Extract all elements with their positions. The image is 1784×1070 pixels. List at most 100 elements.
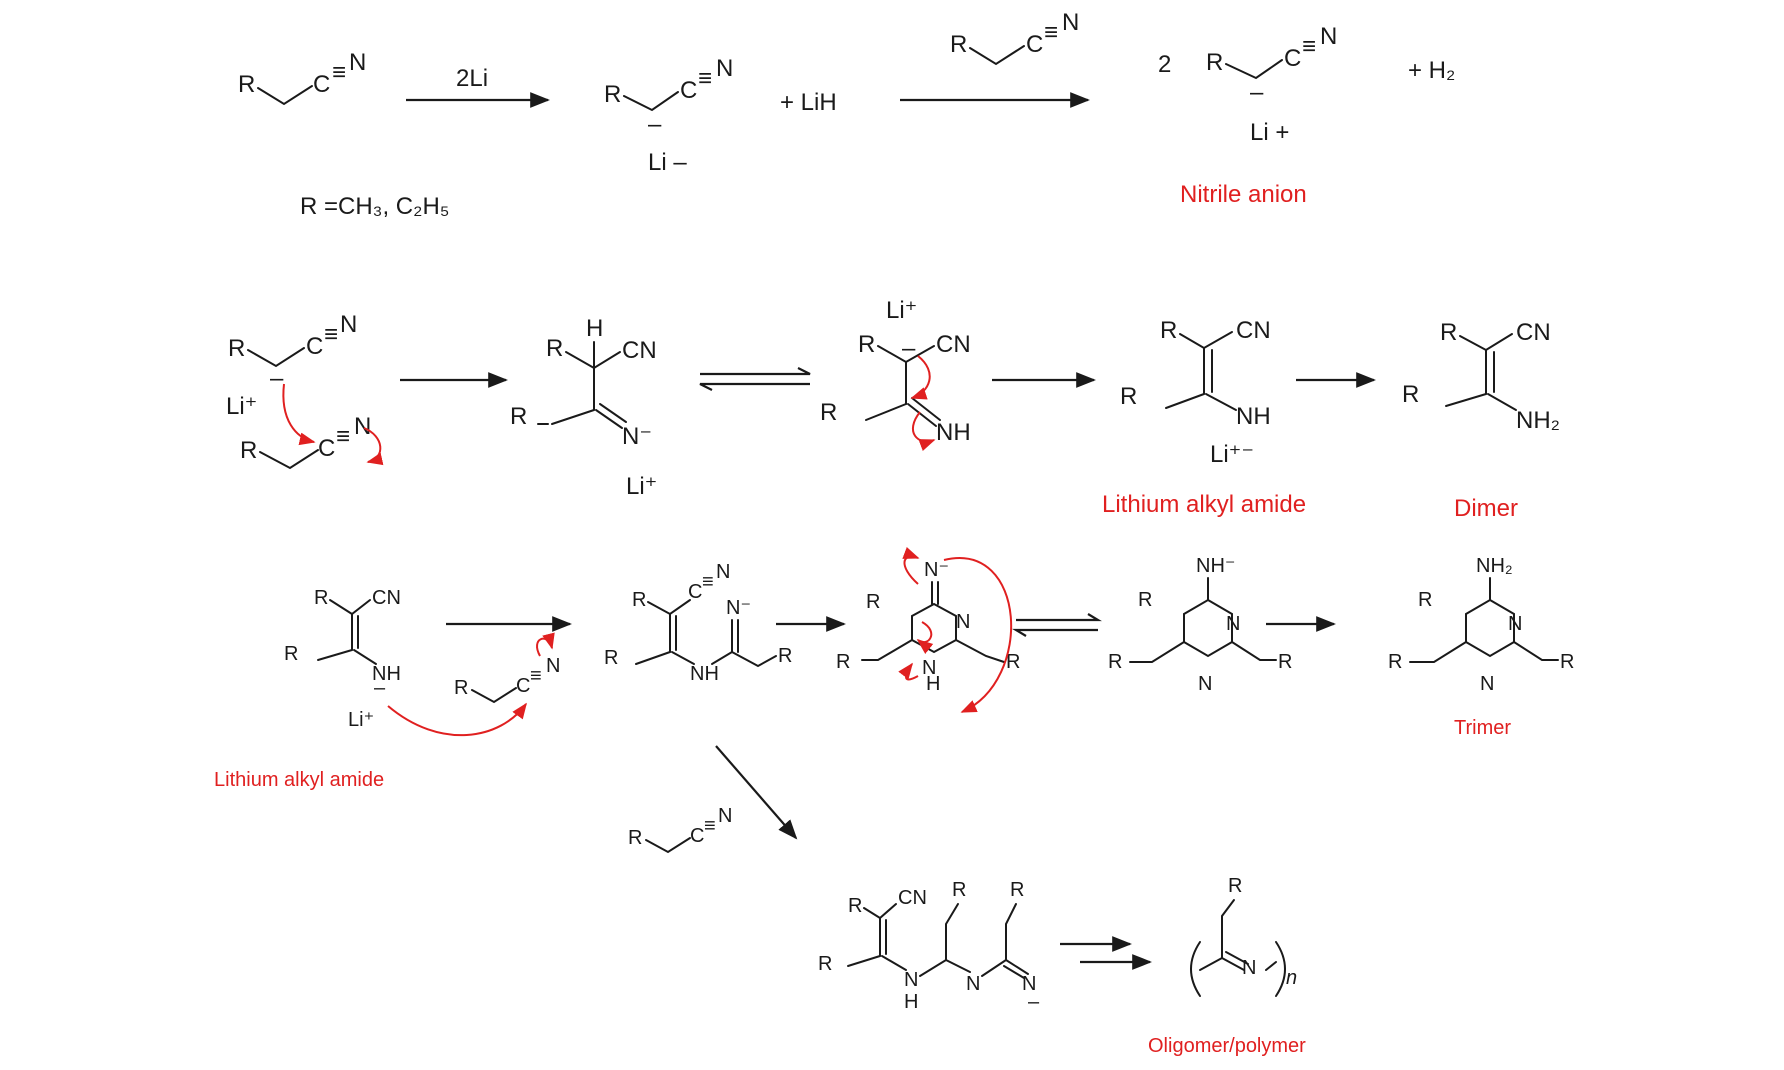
triple-bond: ≡: [702, 571, 714, 593]
nitrile-reactant-row4: R C ≡ N: [628, 805, 732, 854]
pyrimidine-amide-anion: NH⁻ N N R R R: [1108, 555, 1292, 695]
cyano-group: CN: [1516, 319, 1551, 346]
atom-r: R: [858, 331, 875, 358]
curly-arrow-attack: [282, 383, 316, 446]
dimer-label: Dimer: [1454, 495, 1518, 522]
exocyclic-nh-anion: NH⁻: [1196, 555, 1235, 577]
nitrile-anion-label: Nitrile anion: [1180, 181, 1307, 208]
amide-nh: NH: [1236, 403, 1271, 430]
bracket-left: [1190, 941, 1201, 997]
atom-r-2: R: [240, 437, 257, 464]
imine-nh: NH: [936, 419, 971, 446]
ring-h: H: [926, 673, 940, 695]
atom-r: R: [848, 895, 862, 917]
oligomer-intermediate: R CN R N H R N R N –: [818, 879, 1040, 1013]
triple-bond: ≡: [1302, 33, 1316, 60]
nitrile-anion-attack: R C ≡ N – Li⁺ R C ≡ N: [226, 311, 384, 470]
atom-r: R: [1206, 49, 1223, 76]
atom-c: C: [313, 71, 330, 98]
triple-bond-2: ≡: [336, 423, 350, 450]
atom-r: R: [628, 827, 642, 849]
atom-n: N: [718, 805, 732, 827]
reaction-arrow-9: [715, 745, 798, 840]
bridge-n-2: N: [966, 973, 980, 995]
imine-n-anion: N⁻: [622, 423, 652, 450]
li-counter-ion: Li⁺⁻: [1210, 441, 1254, 468]
bracket-right: [1275, 941, 1286, 997]
ring-n-2: N: [1198, 673, 1212, 695]
atom-r-3: R: [1006, 651, 1020, 673]
atom-c: C: [516, 675, 530, 697]
curly-arrow-3: [916, 621, 934, 654]
curly-arrow-1: [910, 355, 931, 400]
atom-r: R: [632, 589, 646, 611]
atom-r-3: R: [778, 645, 792, 667]
triple-bond: ≡: [1044, 19, 1058, 46]
atom-r-2: R: [1120, 383, 1137, 410]
atom-r: R: [604, 81, 621, 108]
atom-r-2: R: [836, 651, 850, 673]
nitrile-over-arrow: R C ≡ N: [950, 9, 1079, 66]
nitrile-anion-product: R C ≡ N – Li +: [1206, 23, 1337, 146]
negative-charge: –: [1028, 991, 1040, 1013]
atom-r-2: R: [1402, 381, 1419, 408]
plus-lih: + LiH: [780, 89, 837, 116]
lithium-alkyl-amide-reactant: R CN R NH – Li⁺: [284, 587, 527, 737]
atom-r-3: R: [952, 879, 966, 901]
atom-n: N: [1242, 957, 1256, 979]
repeat-n: n: [1286, 967, 1297, 989]
triple-bond: ≡: [704, 815, 716, 837]
ring-n-1: N: [1508, 613, 1522, 635]
lithium-alkyl-amide-dimer: R CN R NH Li⁺⁻: [1120, 317, 1271, 468]
nitrile-reactant-row3: R C ≡ N: [454, 632, 560, 704]
equilibrium-arrows: [699, 367, 811, 391]
negative-charge: –: [374, 677, 386, 699]
atom-c: C: [1284, 45, 1301, 72]
atom-r: R: [1418, 589, 1432, 611]
curly-arrow-4: [898, 662, 919, 681]
atom-c: C: [1026, 31, 1043, 58]
tautomer-carbanion: Li⁺ R – CN R NH: [820, 297, 971, 452]
r-definition: R =CH₃, C₂H₅: [300, 193, 449, 220]
atom-r: R: [238, 71, 255, 98]
triple-bond: ≡: [698, 65, 712, 92]
pyrimidine-cyclization: N⁻ N H N R R R: [836, 546, 1020, 713]
curly-arrow-1: [902, 546, 920, 585]
atom-r: R: [1138, 589, 1152, 611]
atom-n: N: [1320, 23, 1337, 50]
amine-nh2: NH₂: [1516, 407, 1560, 434]
ring-n-1: N: [956, 611, 970, 633]
stoichiometric-coefficient: 2: [1158, 51, 1171, 78]
li-counter-ion: Li –: [648, 149, 687, 176]
amidine-intermediate: R C ≡ N R NH N⁻ R: [604, 561, 792, 685]
negative-charge: –: [902, 335, 916, 362]
atom-r: R: [454, 677, 468, 699]
triple-bond: ≡: [530, 665, 542, 687]
atom-n: N: [716, 55, 733, 82]
lithium-alkyl-amide-label: Lithium alkyl amide: [1102, 491, 1306, 518]
cyano-group: CN: [898, 887, 927, 909]
plus-h2: + H₂: [1408, 57, 1455, 84]
atom-r: R: [866, 591, 880, 613]
atom-h: H: [586, 315, 603, 342]
cyano-group: CN: [936, 331, 971, 358]
nitrile-start: R C ≡ N: [238, 49, 366, 106]
atom-r-3: R: [1560, 651, 1574, 673]
atom-r-2: R: [284, 643, 298, 665]
atom-c: C: [306, 333, 323, 360]
trimer-label: Trimer: [1454, 717, 1511, 739]
amidine-nh: NH: [690, 663, 719, 685]
atom-r-2: R: [820, 399, 837, 426]
cyano-group: CN: [1236, 317, 1271, 344]
bridge-h: H: [904, 991, 918, 1013]
amidine-n-anion: N⁻: [726, 597, 751, 619]
atom-r: R: [314, 587, 328, 609]
li-counter-ion: Li⁺: [626, 473, 657, 500]
atom-r: R: [228, 335, 245, 362]
atom-r-4: R: [1010, 879, 1024, 901]
li-counter-ion: Li +: [1250, 119, 1289, 146]
negative-charge: –: [1250, 79, 1264, 106]
triple-bond: ≡: [324, 321, 338, 348]
atom-r-2: R: [1108, 651, 1122, 673]
